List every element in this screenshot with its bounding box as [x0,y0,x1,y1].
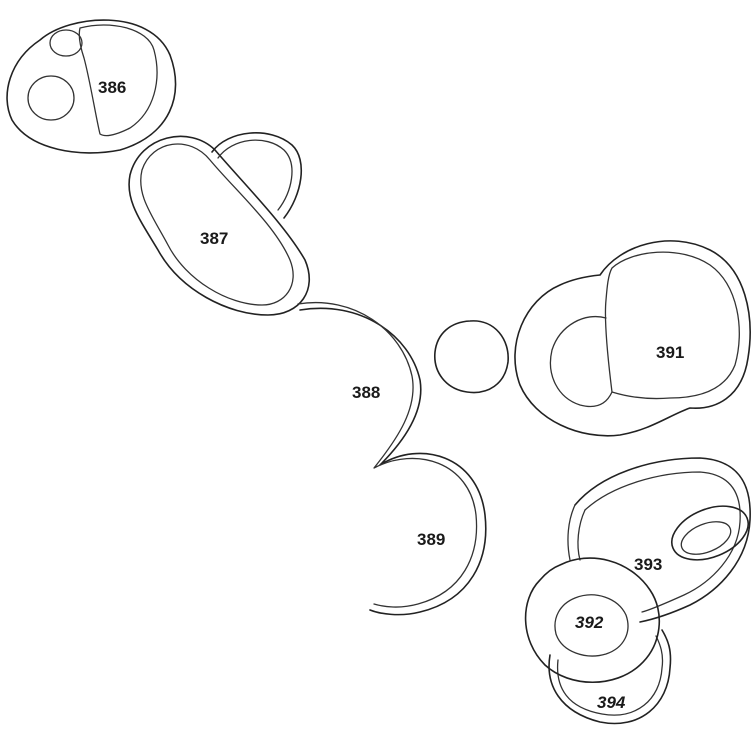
shape-391-outer [515,241,750,436]
shape-387-inner [141,144,293,305]
shape-391-inner-left [550,317,612,407]
shape-391: 391 [515,241,750,436]
shape-387-bulge-inner [218,140,292,210]
shape-393-left-edge-inner [578,510,585,560]
shape-393-left-edge [568,505,575,560]
label-394: 394 [597,693,626,712]
shape-unlabeled-round [435,321,508,393]
label-389: 389 [417,530,445,549]
label-388: 388 [352,383,380,402]
shape-392: 392 [526,558,660,682]
label-391: 391 [656,343,684,362]
shape-unlabeled-round-outline [435,321,508,393]
label-386: 386 [98,78,126,97]
shape-393-oval-outer [664,496,756,570]
shape-386-outer [7,20,175,153]
shape-386-small-left [28,76,74,120]
shape-388-389-inner [298,303,477,607]
shape-393-inner [585,472,740,612]
label-387: 387 [200,229,228,248]
shape-393-oval-inner [677,515,736,560]
shape-388-389: 388 389 [298,303,486,615]
label-393: 393 [634,555,662,574]
shape-391-inner-main [605,252,739,398]
label-392: 392 [575,613,604,632]
shape-394: 394 [549,630,670,723]
shape-386: 386 [7,20,175,153]
shape-393: 393 [568,458,756,622]
shape-387-outer [129,136,309,315]
shape-387: 387 [129,133,309,315]
shape-387-bulge [212,133,301,218]
shape-393-outer [575,458,750,622]
shape-386-small-top [50,30,82,56]
